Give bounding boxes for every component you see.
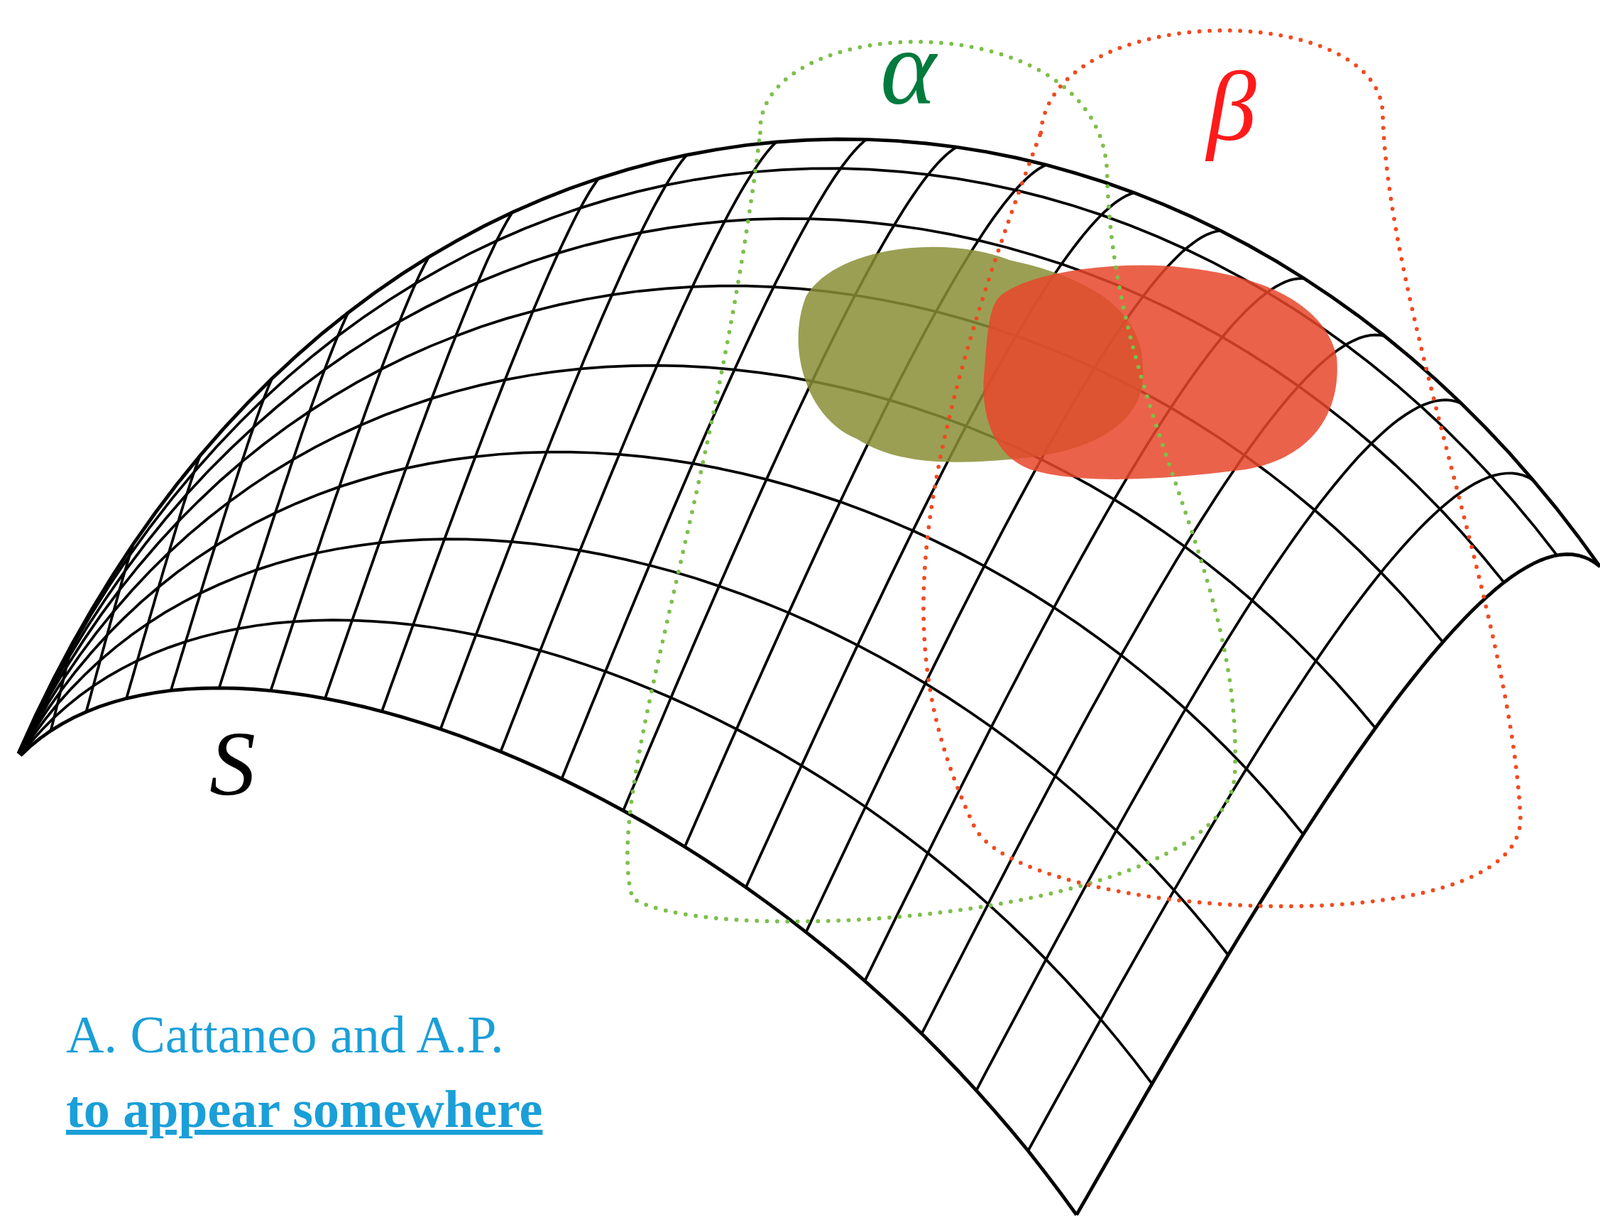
surface-grid	[18, 139, 1600, 1215]
grid-line	[18, 168, 1557, 754]
grid-line	[18, 218, 1504, 754]
grid-line	[976, 399, 1461, 1090]
grid-line	[623, 146, 957, 810]
grid-line	[20, 687, 1077, 1215]
grid-line	[1027, 472, 1534, 1150]
grid-line	[19, 538, 1229, 955]
grid-line	[1076, 554, 1600, 1215]
grid-line	[18, 139, 1600, 754]
red-region	[983, 265, 1337, 480]
surface-label: S	[209, 716, 256, 810]
citation-link: to appear somewhere	[66, 1082, 543, 1136]
beta-dotted-loop	[923, 30, 1521, 906]
alpha-dotted-loop	[627, 41, 1236, 922]
alpha-label: α	[880, 14, 937, 121]
grid-line	[561, 139, 867, 778]
grid-line	[440, 154, 688, 730]
citation-authors: A. Cattaneo and A.P.	[66, 1007, 504, 1061]
grid-line	[381, 178, 599, 711]
grid-line	[19, 452, 1304, 835]
beta-label: β	[1206, 56, 1257, 157]
